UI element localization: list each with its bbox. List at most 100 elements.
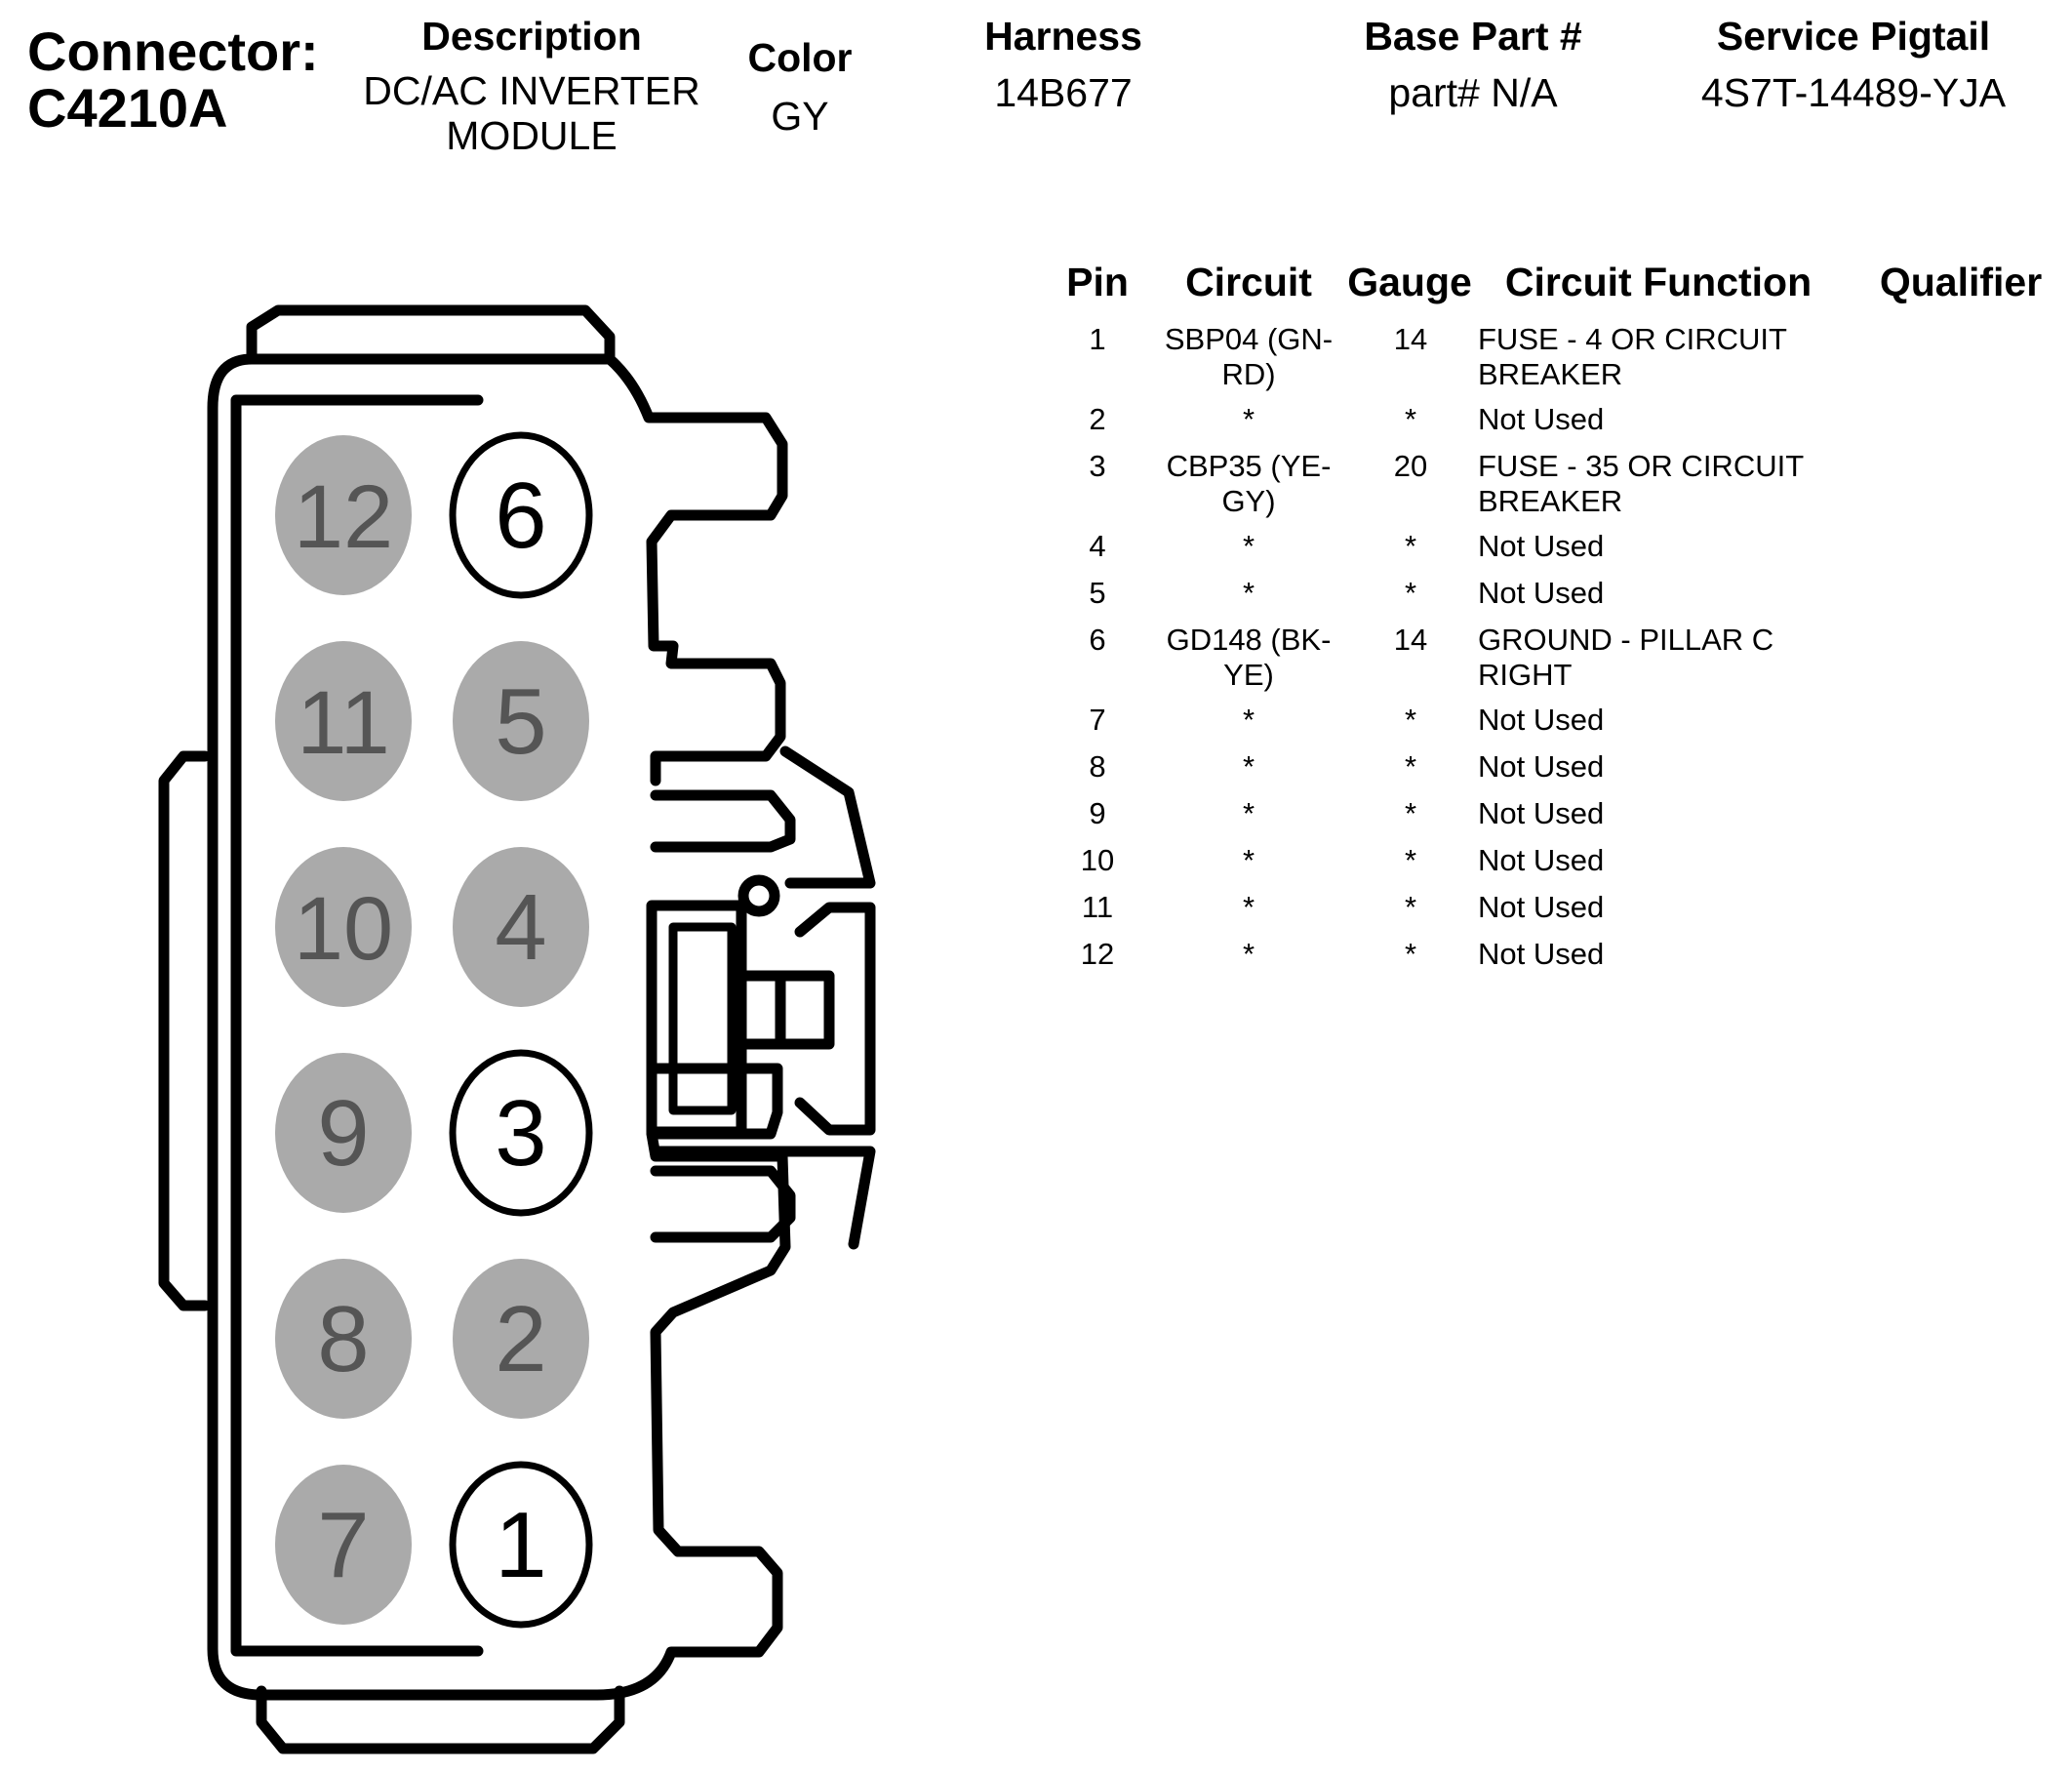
pin-number-label: 7 [317,1493,369,1597]
latch-outer-guard [794,902,876,1136]
pin-number-label: 12 [294,467,393,567]
left-latch-rail [158,750,211,1311]
gauge-column-header: Gauge [1347,260,1472,304]
pin-cavity-circle [275,847,412,1007]
circuit-function-cell: Not Used [1478,937,1605,971]
pin-cavity-1: 1 [449,1461,593,1629]
pin-number-label: 2 [495,1287,546,1391]
pin-cavity-circle [453,847,589,1007]
circuit-function-cell: Not Used [1478,890,1605,924]
connector-id: C4210A [27,77,228,139]
latch-housing [646,900,747,1138]
pin-cell: 11 [1081,890,1114,924]
circuit-column-header: Circuit [1185,260,1312,304]
base-part-label: Base Part # [1364,14,1582,59]
upper-lock-ramp [779,745,876,889]
pin-cell: 8 [1089,749,1106,784]
qualifier-column-header: Qualifier [1879,260,2043,304]
pin-number-label: 10 [294,879,393,979]
pin-number-label: 11 [297,673,390,773]
table-row: 11**Not Used [1044,890,2058,937]
pin-cavity-circle [449,1049,593,1217]
base-part-value: part# N/A [1388,70,1558,115]
pin-cavity-circle [453,641,589,801]
service-pigtail-value: 4S7T-14489-YJA [1700,70,2007,115]
pin-cavity-10: 10 [275,847,412,1007]
gauge-cell: * [1404,749,1417,784]
description-column: Description DC/AC INVERTER MODULE [337,14,727,158]
pin-cavity-circle [275,1259,412,1419]
harness-value: 14B677 [994,70,1133,115]
pin-cavity-6: 6 [449,431,593,599]
circuit-function-cell: Not Used [1478,529,1605,563]
pin-cavity-11: 11 [275,641,412,801]
circuit-cell: * [1242,576,1255,610]
pin-number-label: 8 [317,1287,369,1391]
color-column: Color GY [712,35,888,139]
description-label: Description [421,14,642,59]
pin-number-label: 3 [495,1081,546,1186]
pin-cavity-circle [449,1461,593,1629]
service-pigtail-label: Service Pigtail [1716,14,1991,59]
gauge-cell: * [1404,529,1417,563]
circuit-function-cell: FUSE - 4 OR CIRCUIT BREAKER [1478,322,1787,391]
gauge-cell: 14 [1393,623,1428,657]
circuit-function-cell: Not Used [1478,796,1605,830]
pin-number-label: 6 [495,463,546,568]
inner-rim [230,394,484,1657]
pin-cavity-circle [275,641,412,801]
circuit-function-cell: Not Used [1478,576,1605,610]
table-row: 5 * * Not Used [1044,576,2058,623]
pin-cell: 6 [1089,623,1106,657]
pin-cavity-3: 3 [449,1049,593,1217]
lower-lock-ramp [650,1146,876,1250]
table-row: 10**Not Used [1044,843,2058,890]
pin-column-header: Pin [1066,260,1129,304]
pin-cell: 2 [1089,402,1106,436]
latch-slot [668,922,737,1115]
connector-title-label: Connector: [27,20,319,82]
pin-number-label: 9 [317,1081,369,1186]
gauge-cell: 14 [1393,322,1428,356]
circuit-cell: * [1242,937,1255,971]
connector-title: Connector: C4210A [27,23,319,137]
gauge-cell: * [1404,576,1417,610]
pin-cavity-circle [449,431,593,599]
harness-column: Harness 14B677 [936,14,1190,115]
body-outline-upper [604,353,788,786]
color-value: GY [771,94,829,139]
pin-cavity-2: 2 [453,1259,589,1419]
table-row: 7**Not Used [1044,703,2058,749]
pin-cell: 7 [1089,703,1106,737]
pin-cavity-8: 8 [275,1259,412,1419]
body-outline-lower [207,353,791,1701]
pin-cell: 9 [1089,796,1106,830]
pin-cavity-5: 5 [453,641,589,801]
gauge-cell: * [1404,843,1417,877]
body-corner-guide [213,1649,597,1712]
table-row: 2**Not Used [1044,402,2058,449]
table-row: 9**Not Used [1044,796,2058,843]
base-part-column: Base Part # part# N/A [1317,14,1629,115]
circuit-cell: CBP35 (YE- GY) [1166,449,1332,518]
circuit-cell: * [1242,529,1255,563]
pin-number-label: 5 [495,669,546,774]
pin-cell: 5 [1089,576,1106,610]
description-value: DC/AC INVERTER MODULE [363,68,700,158]
pin-cavity-circle [275,1053,412,1213]
circuit-cell: GD148 (BK- YE) [1166,623,1332,692]
latch-plunger [736,970,786,1050]
circuit-cell: * [1242,703,1255,737]
gauge-cell: * [1404,703,1417,737]
circuit-cell: * [1242,796,1255,830]
pin-number-label: 4 [495,875,546,980]
pin-cell: 1 [1089,322,1106,356]
pin-cell: 4 [1089,529,1106,563]
pin-cell: 12 [1080,937,1115,971]
circuit-function-column-header: Circuit Function [1504,260,1813,304]
service-pigtail-column: Service Pigtail 4S7T-14489-YJA [1678,14,2029,115]
color-label: Color [747,35,853,80]
pin-cell: 10 [1080,843,1115,877]
